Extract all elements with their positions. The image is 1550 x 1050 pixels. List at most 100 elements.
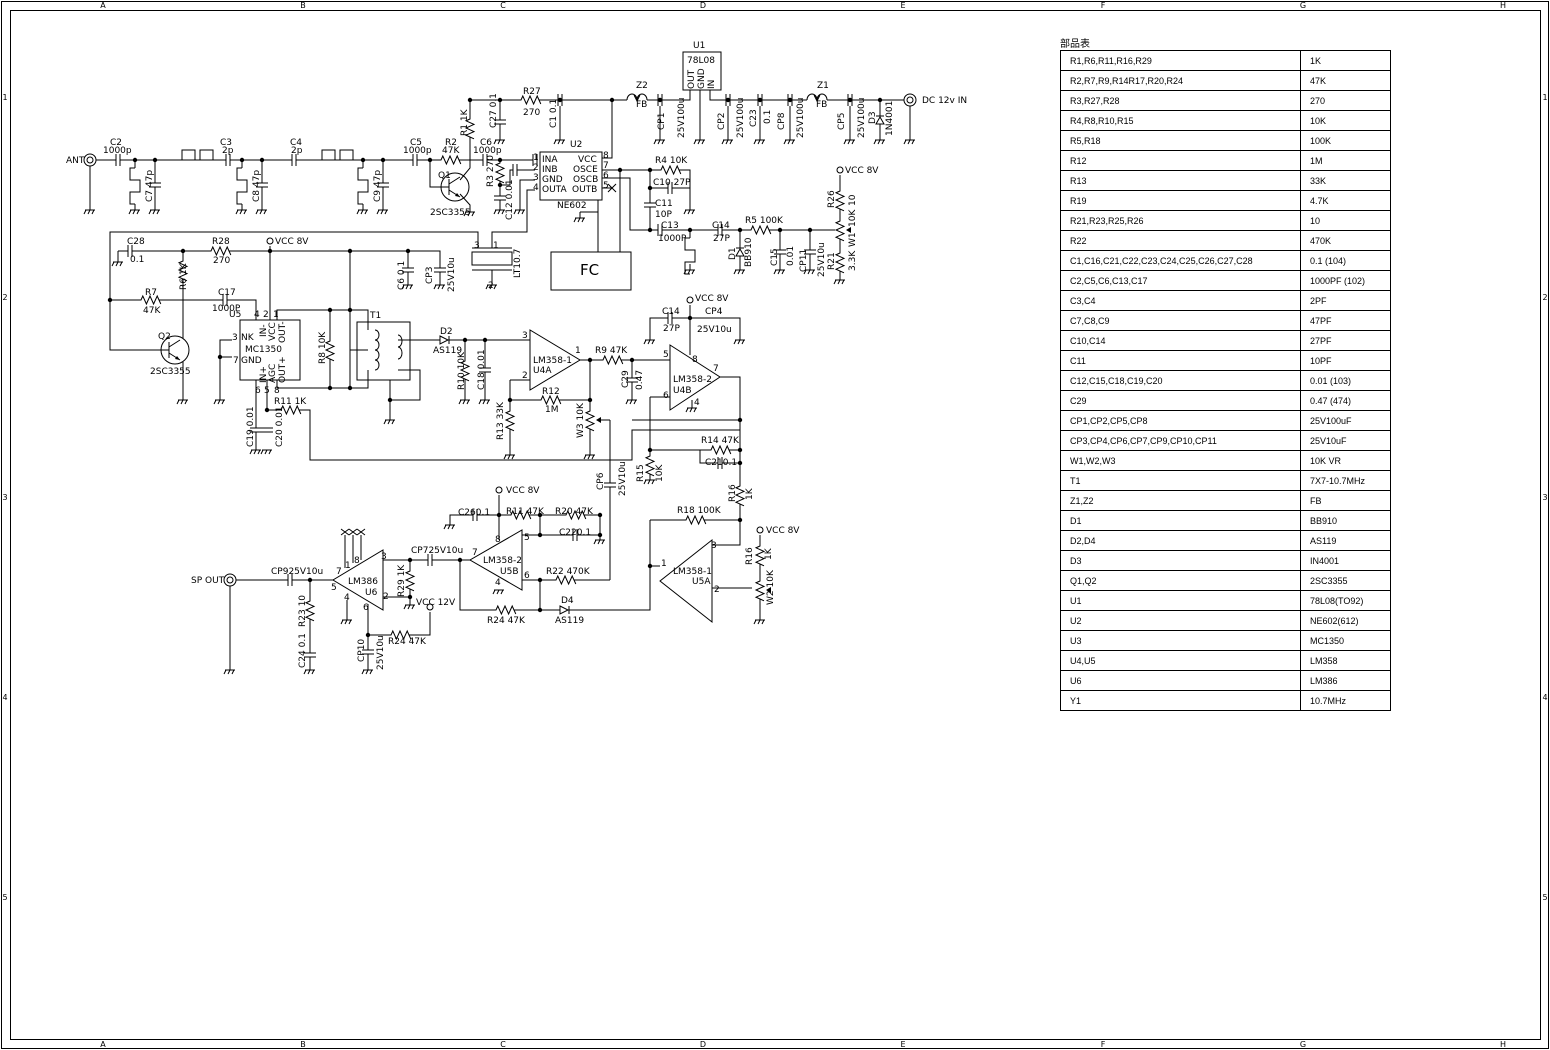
label-u5bp8: 8	[495, 535, 501, 545]
part-designators: R5,R18	[1060, 130, 1301, 151]
label-z2: Z2	[636, 81, 648, 91]
ground-icon	[356, 209, 368, 215]
label-u4ap3: 3	[522, 331, 528, 341]
resistor-symbol	[565, 509, 587, 521]
junction-dot	[609, 97, 615, 103]
part-value: 25V100uF	[1300, 410, 1391, 431]
label-cp10: CP10	[357, 639, 367, 662]
label-u5nk: NK	[241, 333, 255, 343]
label-u1v: 78L08	[687, 56, 715, 66]
part-value: FB	[1300, 490, 1391, 511]
part-designators: D3	[1060, 550, 1301, 571]
junction-dot	[365, 632, 371, 638]
label-r29: R29 1K	[397, 564, 407, 597]
capacitor-symbol	[717, 224, 723, 236]
label-ne602: NE602	[557, 201, 587, 211]
junction-dot	[259, 157, 265, 163]
label-d4: D4	[561, 596, 574, 606]
ground-icon	[111, 261, 123, 267]
opamp-symbol	[332, 549, 384, 611]
label-c3: C3	[220, 138, 232, 148]
junction-dot	[180, 248, 186, 254]
junction-dot	[407, 557, 413, 563]
capacitor-symbol	[256, 182, 268, 188]
part-designators: C7,C8,C9	[1060, 310, 1301, 331]
label-u5bp5: 5	[524, 533, 530, 543]
label-c14v: 27P	[713, 234, 730, 244]
ground-icon	[643, 339, 655, 345]
part-value: 2SC3355	[1300, 570, 1391, 591]
label-u6p2: 2	[383, 592, 389, 602]
label-w3: W3 10K	[576, 402, 586, 438]
label-c8: C8 47p	[252, 170, 262, 202]
junction-dot	[587, 357, 593, 363]
label-w2: W2 10K	[766, 569, 776, 605]
resistor-symbol	[602, 354, 624, 366]
label-c14bv: 27P	[663, 324, 680, 334]
label-vcc6: VCC 12V	[416, 598, 456, 608]
grid-column-label: F	[1101, 1040, 1106, 1049]
label-u2p8: 8	[603, 151, 609, 161]
ferrite-bead-icon	[626, 93, 648, 103]
ground-icon	[249, 449, 261, 455]
part-value: 270	[1300, 90, 1391, 111]
junction-dot	[597, 512, 603, 518]
label-c21: C210.1	[705, 458, 737, 468]
junction-dot	[467, 97, 473, 103]
opamp-symbol	[529, 329, 581, 391]
label-u6p8: 8	[354, 556, 360, 566]
capacitor-symbol	[667, 312, 673, 324]
part-value: 0.1 (104)	[1300, 250, 1391, 271]
inductor-symbol	[357, 167, 369, 205]
label-c29v: 0.47	[635, 370, 645, 390]
label-u4bp6: 6	[663, 391, 669, 401]
part-designators: CP1,CP2,CP5,CP8	[1060, 410, 1301, 431]
ground-icon	[458, 399, 470, 405]
label-c12: C12 0.01	[505, 179, 515, 220]
ground-icon	[753, 139, 765, 145]
label-u4a: LM358-1	[533, 356, 572, 366]
capacitor-symbol	[250, 427, 262, 433]
part-value: 10K VR	[1300, 450, 1391, 471]
capacitor-symbol	[377, 182, 389, 188]
junction-dot	[647, 447, 653, 453]
part-value: 470K	[1300, 230, 1391, 251]
label-c2v: 1000p	[103, 146, 132, 156]
label-c10: C10 27P	[653, 178, 691, 188]
opamp-symbol	[659, 538, 713, 624]
inductor-symbol	[684, 237, 696, 275]
grid-column-label: D	[700, 1, 706, 10]
resistor-symbol	[754, 580, 766, 602]
resistor-symbol	[510, 509, 532, 521]
label-cp7: CP725V10u	[411, 546, 463, 556]
ground-icon	[803, 269, 815, 275]
label-u5inm: IN-	[259, 324, 269, 337]
label-u5p4: 4	[254, 310, 260, 320]
ground-icon	[303, 669, 315, 675]
grid-column-label: G	[1300, 1040, 1306, 1049]
part-value: 1K	[1300, 50, 1391, 71]
part-value: 10PF	[1300, 350, 1391, 371]
junction-dot	[687, 227, 693, 233]
label-d3: D3	[868, 111, 878, 124]
junction-dot	[507, 397, 513, 403]
junction-dot	[347, 248, 353, 254]
capacitor-symbol	[532, 154, 538, 166]
label-r21v: 3.3K	[848, 250, 858, 271]
terminal-icon	[756, 526, 764, 534]
label-c6v: 1000p	[473, 146, 502, 156]
label-c17: C17	[218, 288, 236, 298]
part-designators: W1,W2,W3	[1060, 450, 1301, 471]
ground-icon	[401, 284, 413, 290]
label-t1: T1	[369, 311, 381, 321]
grid-column-label: G	[1300, 1, 1306, 10]
